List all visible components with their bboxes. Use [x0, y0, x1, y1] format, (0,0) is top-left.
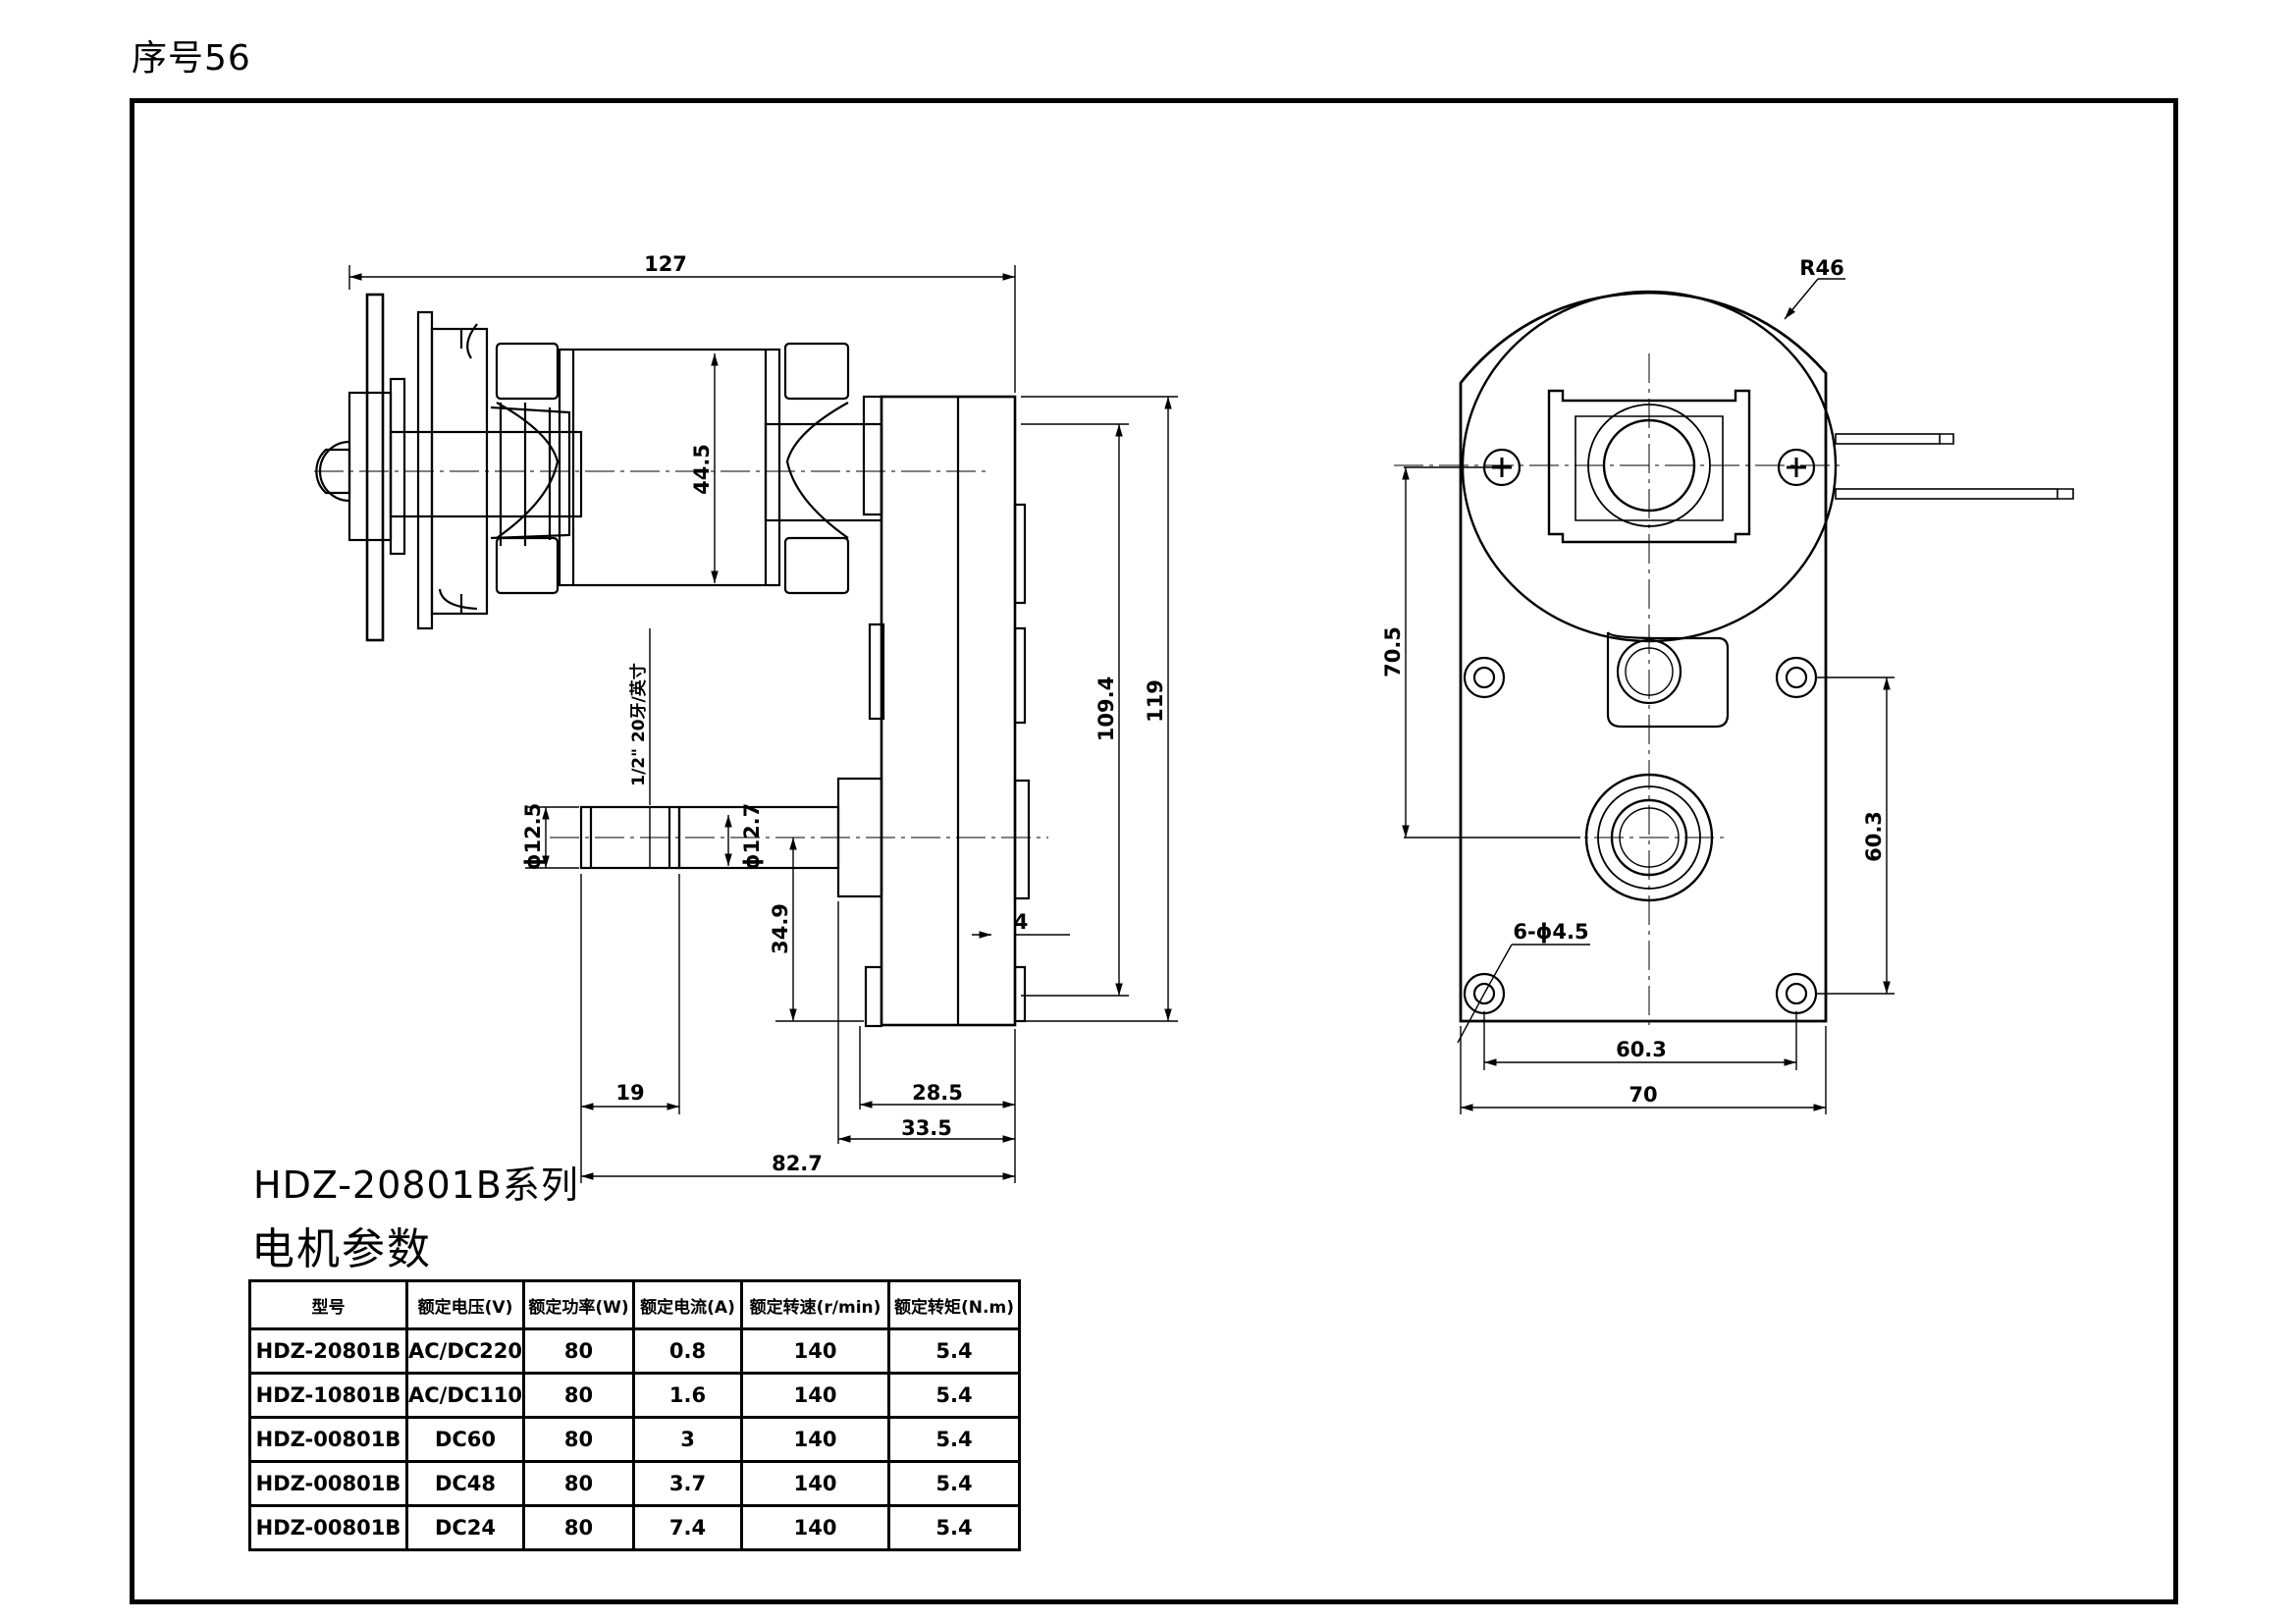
cell-torque: 5.4 [887, 1327, 1022, 1375]
table-row: HDZ-00801B DC60 80 3 140 5.4 [248, 1416, 1022, 1463]
table-row: HDZ-10801B AC/DC110 80 1.6 140 5.4 [248, 1372, 1022, 1419]
motor-parameters-table: 型号 额定电压(V) 额定功率(W) 额定电流(A) 额定转速(r/min) 额… [248, 1279, 1022, 1551]
dim-shaft-total: 82.7 [772, 1152, 823, 1175]
dim-gearbox-inner: 109.4 [1095, 676, 1118, 741]
dimension-labels: 127 44.5 109.4 119 1/2" 20牙/英寸 ϕ12.5 ϕ12… [521, 252, 1886, 1175]
cell-model: HDZ-00801B [248, 1504, 408, 1551]
dim-stator-height: 44.5 [690, 444, 714, 495]
cell-current: 7.4 [632, 1504, 744, 1551]
cell-speed: 140 [740, 1504, 891, 1551]
cell-current: 3.7 [632, 1460, 744, 1507]
dim-thread-length: 19 [615, 1081, 644, 1105]
header-torque: 额定转矩(N.m) [887, 1279, 1022, 1330]
dim-front-height: 70.5 [1381, 626, 1405, 677]
dim-front-width: 70 [1629, 1083, 1657, 1107]
table-row: HDZ-20801B AC/DC220 80 0.8 140 5.4 [248, 1327, 1022, 1375]
drawing-frame [130, 98, 2178, 1604]
cell-speed: 140 [740, 1327, 891, 1375]
cell-power: 80 [522, 1416, 636, 1463]
params-title: 电机参数 [251, 1224, 432, 1274]
cell-speed: 140 [740, 1416, 891, 1463]
cell-torque: 5.4 [887, 1416, 1022, 1463]
cell-current: 0.8 [632, 1327, 744, 1375]
side-dimensions [348, 265, 1178, 1183]
cell-torque: 5.4 [887, 1504, 1022, 1551]
cell-power: 80 [522, 1327, 636, 1375]
table-row: HDZ-00801B DC48 80 3.7 140 5.4 [248, 1460, 1022, 1507]
header-speed: 额定转速(r/min) [740, 1279, 891, 1330]
cell-power: 80 [522, 1372, 636, 1419]
side-view [314, 293, 1048, 1028]
cell-voltage: DC60 [404, 1416, 526, 1463]
cell-power: 80 [522, 1460, 636, 1507]
dim-hole-spacing-v: 60.3 [1862, 811, 1886, 862]
cell-model: HDZ-00801B [248, 1416, 408, 1463]
dim-overall-length: 127 [644, 252, 687, 276]
dim-flange: 4 [1014, 910, 1029, 934]
cell-power: 80 [522, 1504, 636, 1551]
dim-shaft-dia: ϕ12.5 [521, 803, 545, 871]
dim-hole-spacing-h: 60.3 [1616, 1038, 1667, 1061]
cell-voltage: DC24 [404, 1504, 526, 1551]
series-title: HDZ-20801B系列 [253, 1163, 579, 1207]
dim-radius: R46 [1799, 256, 1843, 280]
dim-shaft-dia-inner: ϕ12.7 [740, 803, 764, 871]
cell-voltage: AC/DC220 [404, 1327, 526, 1375]
cell-speed: 140 [740, 1460, 891, 1507]
dim-holes: 6-ϕ4.5 [1513, 920, 1588, 944]
dim-gearbox-depth-total: 33.5 [901, 1116, 952, 1140]
cell-voltage: DC48 [404, 1460, 526, 1507]
table-row: HDZ-00801B DC24 80 7.4 140 5.4 [248, 1504, 1022, 1551]
dim-shaft-offset: 34.9 [769, 903, 792, 954]
header-power: 额定功率(W) [522, 1279, 636, 1330]
dim-gearbox-depth: 28.5 [912, 1081, 963, 1105]
cell-torque: 5.4 [887, 1460, 1022, 1507]
cell-current: 3 [632, 1416, 744, 1463]
cell-model: HDZ-00801B [248, 1460, 408, 1507]
header-current: 额定电流(A) [632, 1279, 744, 1330]
header-model: 型号 [248, 1279, 408, 1330]
cell-current: 1.6 [632, 1372, 744, 1419]
cell-torque: 5.4 [887, 1372, 1022, 1419]
cell-model: HDZ-10801B [248, 1372, 408, 1419]
dim-gearbox-outer: 119 [1144, 679, 1167, 723]
dim-thread: 1/2" 20牙/英寸 [628, 663, 649, 786]
serial-number: 序号56 [132, 38, 251, 79]
header-voltage: 额定电压(V) [404, 1279, 526, 1330]
front-view [1394, 290, 2074, 1031]
table-header-row: 型号 额定电压(V) 额定功率(W) 额定电流(A) 额定转速(r/min) 额… [248, 1279, 1022, 1330]
cell-model: HDZ-20801B [248, 1327, 408, 1375]
front-dimensions [1402, 278, 1895, 1114]
cell-speed: 140 [740, 1372, 891, 1419]
cell-voltage: AC/DC110 [404, 1372, 526, 1419]
